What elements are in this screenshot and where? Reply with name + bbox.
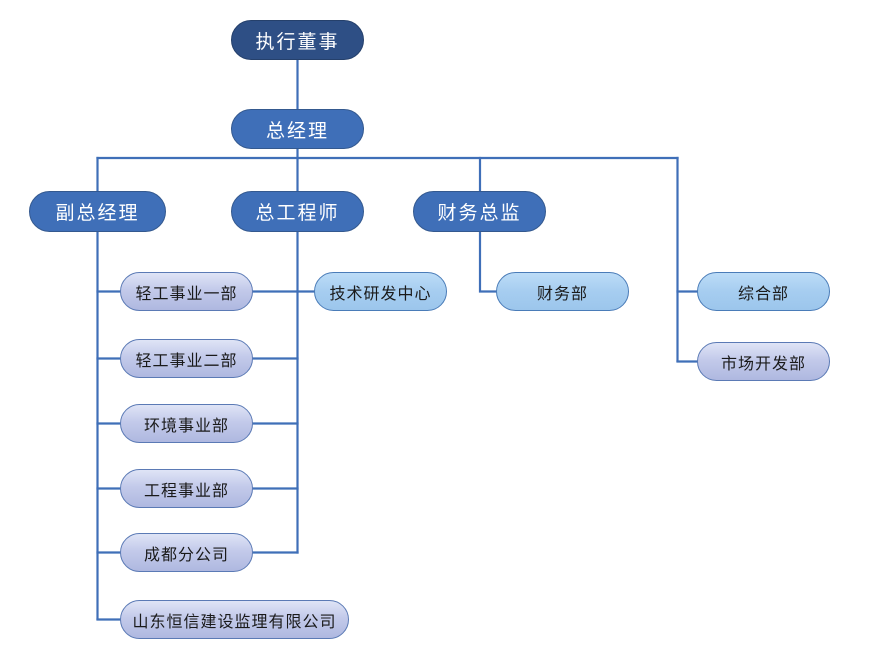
node-general-affairs-department[interactable]: 综合部 [697, 272, 830, 311]
node-executive-director[interactable]: 执行董事 [231, 20, 364, 60]
node-environment-division[interactable]: 环境事业部 [120, 404, 253, 443]
node-light-industry-division-1[interactable]: 轻工事业一部 [120, 272, 253, 311]
connector-finance-elbow [478, 230, 498, 293]
node-deputy-general-manager[interactable]: 副总经理 [29, 191, 166, 232]
node-finance-director[interactable]: 财务总监 [413, 191, 546, 232]
node-chief-engineer[interactable]: 总工程师 [231, 191, 364, 232]
node-rd-center[interactable]: 技术研发中心 [314, 272, 447, 311]
node-shandong-hengxin-supervision[interactable]: 山东恒信建设监理有限公司 [120, 600, 349, 639]
node-finance-department[interactable]: 财务部 [496, 272, 629, 311]
node-light-industry-division-2[interactable]: 轻工事业二部 [120, 339, 253, 378]
node-engineering-division[interactable]: 工程事业部 [120, 469, 253, 508]
node-general-manager[interactable]: 总经理 [231, 109, 364, 149]
node-chengdu-branch[interactable]: 成都分公司 [120, 533, 253, 572]
node-market-development-department[interactable]: 市场开发部 [697, 342, 830, 381]
